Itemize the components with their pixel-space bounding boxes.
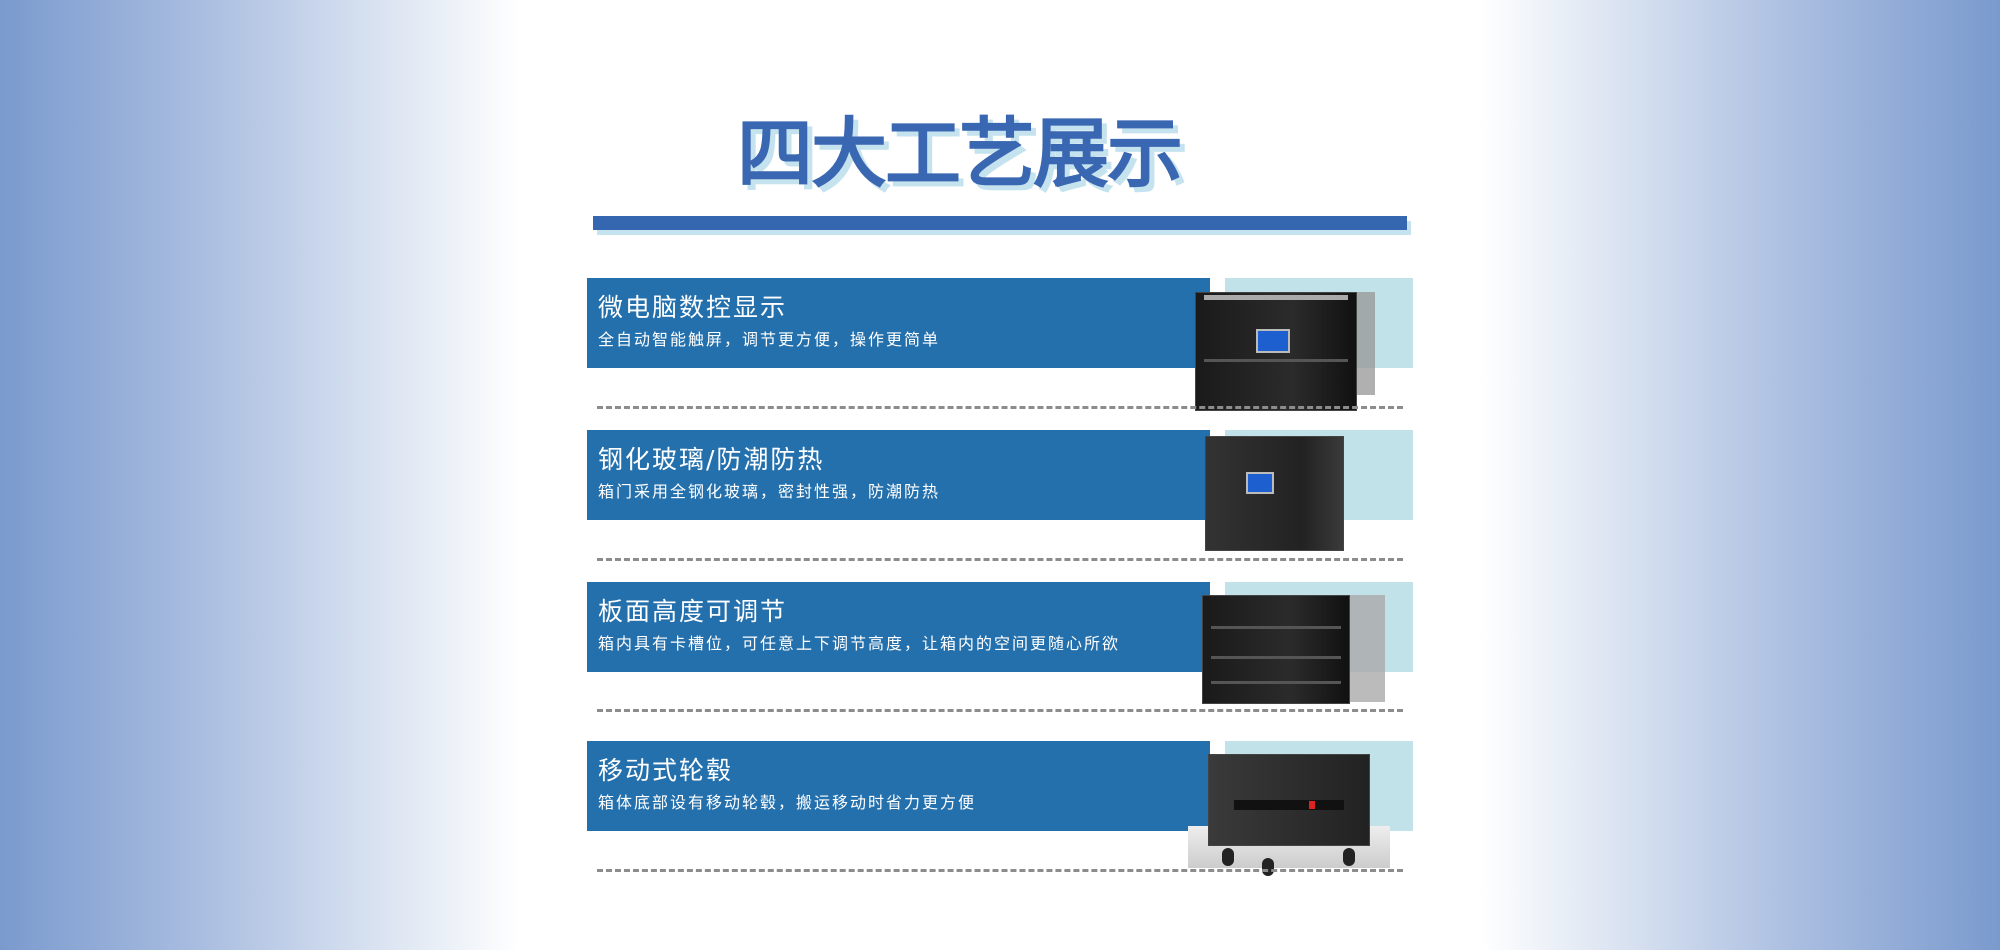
divider (597, 869, 1403, 872)
feature-banner: 微电脑数控显示 全自动智能触屏，调节更方便，操作更简单 (587, 278, 1210, 368)
feature-heading: 移动式轮毂 (598, 756, 734, 785)
divider (597, 558, 1403, 561)
feature-description: 全自动智能触屏，调节更方便，操作更简单 (598, 330, 941, 349)
feature-heading: 钢化玻璃/防潮防热 (598, 445, 825, 474)
feature-banner: 钢化玻璃/防潮防热 箱门采用全钢化玻璃，密封性强，防潮防热 (587, 430, 1210, 520)
feature-banner: 移动式轮毂 箱体底部设有移动轮毂，搬运移动时省力更方便 (587, 741, 1210, 831)
feature-banner: 板面高度可调节 箱内具有卡槽位，可任意上下调节高度，让箱内的空间更随心所欲 (587, 582, 1210, 672)
feature-row: 微电脑数控显示 全自动智能触屏，调节更方便，操作更简单 (0, 278, 2000, 438)
feature-description: 箱内具有卡槽位，可任意上下调节高度，让箱内的空间更随心所欲 (598, 634, 1121, 653)
divider (597, 406, 1403, 409)
feature-row: 移动式轮毂 箱体底部设有移动轮毂，搬运移动时省力更方便 (0, 741, 2000, 901)
feature-heading: 板面高度可调节 (598, 597, 788, 626)
title-underline (593, 216, 1407, 230)
feature-row: 板面高度可调节 箱内具有卡槽位，可任意上下调节高度，让箱内的空间更随心所欲 (0, 582, 2000, 742)
feature-description: 箱门采用全钢化玻璃，密封性强，防潮防热 (598, 482, 941, 501)
feature-description: 箱体底部设有移动轮毂，搬运移动时省力更方便 (598, 793, 977, 812)
divider (597, 709, 1403, 712)
feature-heading: 微电脑数控显示 (598, 293, 788, 322)
page-title: 四大工艺展示 (737, 109, 1183, 198)
feature-row: 钢化玻璃/防潮防热 箱门采用全钢化玻璃，密封性强，防潮防热 (0, 430, 2000, 590)
